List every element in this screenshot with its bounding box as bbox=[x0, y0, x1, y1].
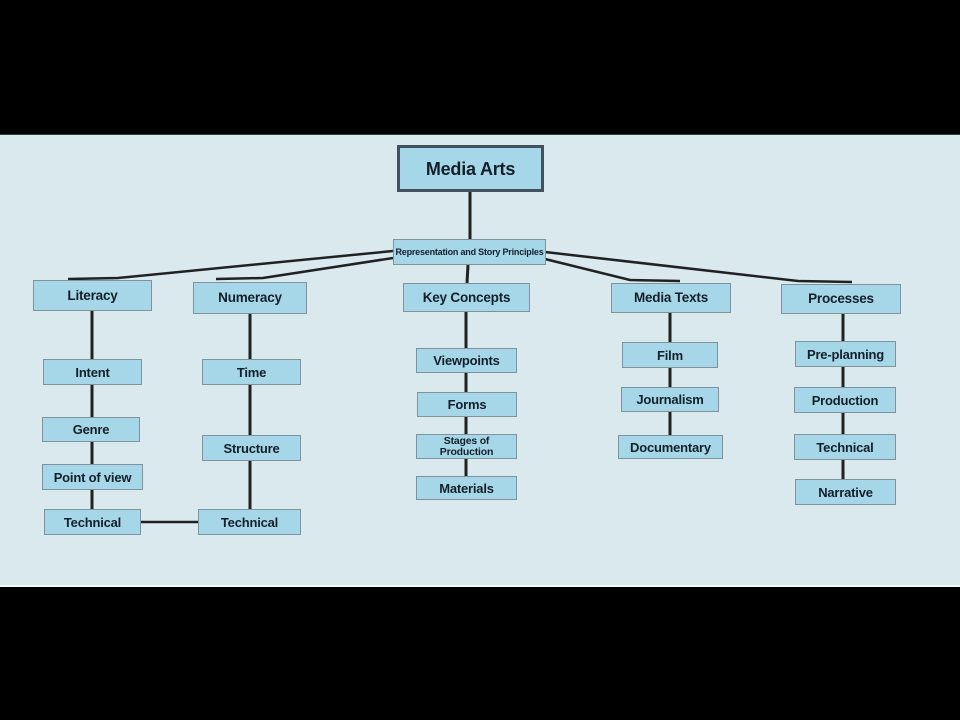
node-literacy: Literacy bbox=[33, 280, 152, 311]
node-technical-processes: Technical bbox=[794, 434, 896, 460]
node-narrative: Narrative bbox=[795, 479, 896, 505]
node-viewpoints: Viewpoints bbox=[416, 348, 517, 373]
node-processes: Processes bbox=[781, 284, 901, 314]
node-structure: Structure bbox=[202, 435, 301, 461]
node-materials: Materials bbox=[416, 476, 517, 500]
node-journalism: Journalism bbox=[621, 387, 719, 412]
letterbox-top bbox=[0, 0, 960, 135]
node-genre: Genre bbox=[42, 417, 140, 442]
node-point-of-view: Point of view bbox=[42, 464, 143, 490]
node-key-concepts: Key Concepts bbox=[403, 283, 530, 312]
node-media-arts: Media Arts bbox=[397, 145, 544, 192]
diagram-canvas: Media Arts Representation and Story Prin… bbox=[0, 135, 960, 587]
node-representation-and-story-principles: Representation and Story Principles bbox=[393, 239, 546, 265]
node-intent: Intent bbox=[43, 359, 142, 385]
node-media-texts: Media Texts bbox=[611, 283, 731, 313]
letterbox-bottom bbox=[0, 587, 960, 720]
node-forms: Forms bbox=[417, 392, 517, 417]
node-technical-literacy: Technical bbox=[44, 509, 141, 535]
connector-lines bbox=[67, 192, 853, 524]
node-time: Time bbox=[202, 359, 301, 385]
node-film: Film bbox=[622, 342, 718, 368]
node-technical-numeracy: Technical bbox=[198, 509, 301, 535]
node-documentary: Documentary bbox=[618, 435, 723, 459]
node-pre-planning: Pre-planning bbox=[795, 341, 896, 367]
node-stages-of-production: Stages of Production bbox=[416, 434, 517, 459]
node-numeracy: Numeracy bbox=[193, 282, 307, 314]
node-production: Production bbox=[794, 387, 896, 413]
